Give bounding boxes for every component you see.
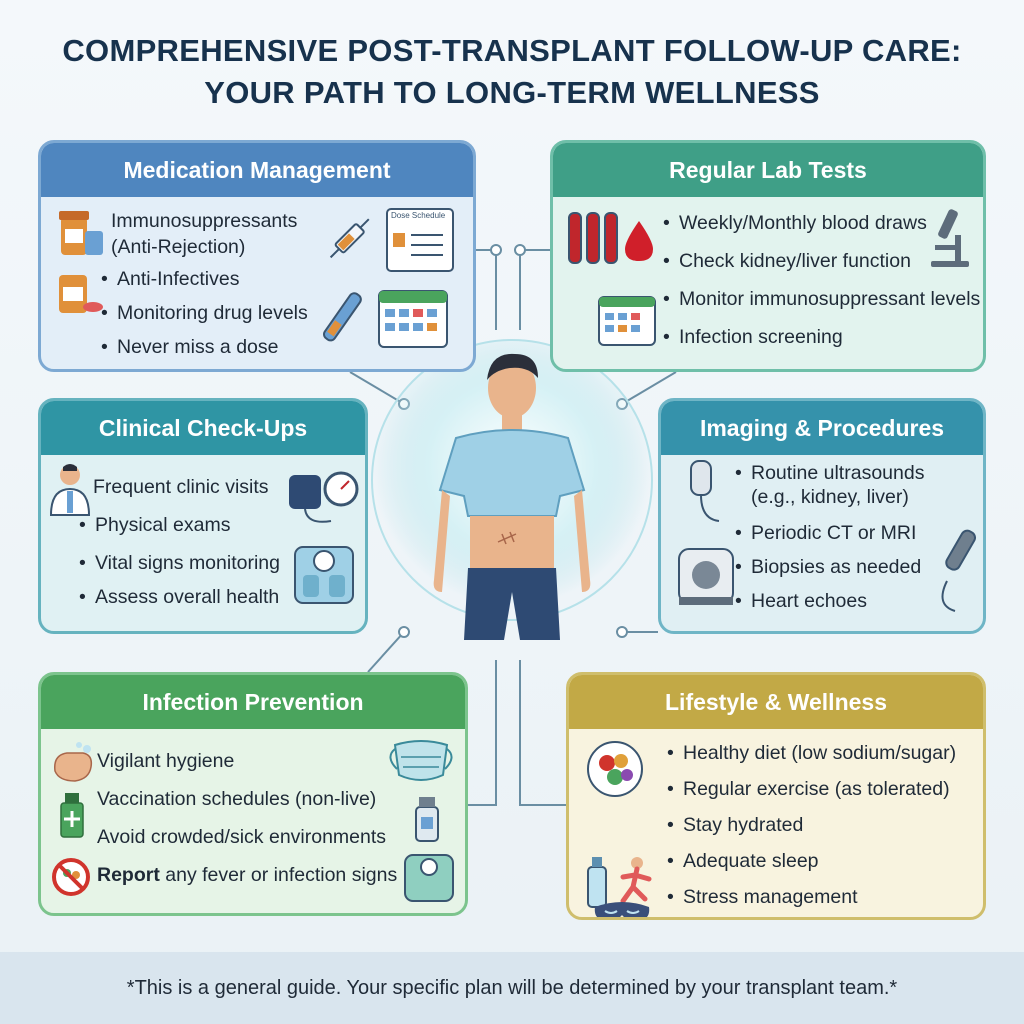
blood-drop-icon <box>621 219 657 268</box>
imaging-item: Heart echoes <box>735 589 867 613</box>
doctor-icon <box>47 461 93 522</box>
infection-item: Vigilant hygiene <box>97 750 235 772</box>
pill-bottle-icon <box>55 207 105 264</box>
infection-heading: Infection Prevention <box>41 675 465 729</box>
report-line: Report any fever or infection signs <box>97 863 397 887</box>
patient-figure <box>370 330 654 645</box>
lifestyle-item: Healthy diet (low sodium/sugar) <box>667 741 956 765</box>
sleep-mask-icon <box>591 899 653 917</box>
imaging-procedures-card: Imaging & Procedures Routine ultrasounds… <box>658 398 986 634</box>
ultrasound-probe-icon <box>683 459 723 530</box>
lifestyle-item: Stress management <box>667 885 858 909</box>
microscope-icon <box>925 205 973 276</box>
title-line-1: COMPREHENSIVE POST-TRANSPLANT FOLLOW-UP … <box>62 33 962 68</box>
clinical-check-ups-card: Clinical Check-Ups Frequent clinic visit… <box>38 398 368 634</box>
imaging-item: Periodic CT or MRI <box>735 521 916 545</box>
blood-tubes-icon <box>565 209 621 274</box>
title-line-2: YOUR PATH TO LONG-TERM WELLNESS <box>204 75 820 110</box>
weight-scale-icon <box>293 545 355 610</box>
face-mask-icon <box>385 737 457 792</box>
dose-schedule-icon <box>385 207 455 278</box>
medication-item: Anti-Infectives <box>101 267 239 291</box>
medication-item: Immunosuppressants <box>111 210 298 232</box>
report-bold: Report <box>97 864 160 886</box>
weight-scale-icon <box>403 853 455 908</box>
lab-item: Check kidney/liver function <box>663 249 911 273</box>
lifestyle-item: Regular exercise (as tolerated) <box>667 777 950 801</box>
endoscope-icon <box>933 525 983 620</box>
infection-prevention-card: Infection Prevention Vigilant hygiene Va… <box>38 672 468 916</box>
imaging-item: Biopsies as needed <box>735 555 921 579</box>
infection-item: Avoid crowded/sick environments <box>97 826 387 848</box>
lifestyle-item: Adequate sleep <box>667 849 819 873</box>
clinical-item: Physical exams <box>79 513 230 537</box>
imaging-item: Routine ultrasounds <box>735 461 924 485</box>
hand-washing-icon <box>49 741 97 790</box>
lab-heading: Regular Lab Tests <box>553 143 983 197</box>
lifestyle-item: Stay hydrated <box>667 813 803 837</box>
blood-pressure-cuff-icon <box>287 465 361 530</box>
runner-icon <box>615 855 659 916</box>
clinical-item: Frequent clinic visits <box>93 476 269 498</box>
vaccine-vial-icon <box>59 791 85 844</box>
clinical-item: Assess overall health <box>79 585 279 609</box>
infection-item: Vaccination schedules (non-live) <box>97 788 377 810</box>
clinical-item: Vital signs monitoring <box>79 551 280 575</box>
calendar-icon <box>377 285 449 354</box>
lifestyle-heading: Lifestyle & Wellness <box>569 675 983 729</box>
regular-lab-tests-card: Regular Lab Tests Weekly/Monthly blood d… <box>550 140 986 372</box>
dose-schedule-label: Dose Schedule <box>391 211 446 220</box>
healthy-food-icon <box>585 739 645 804</box>
lab-item: Infection screening <box>663 325 843 349</box>
medication-item: Monitoring drug levels <box>101 301 308 325</box>
medication-item: (Anti-Rejection) <box>111 236 246 258</box>
clinical-heading: Clinical Check-Ups <box>41 401 365 455</box>
calendar-icon <box>597 291 657 352</box>
imaging-heading: Imaging & Procedures <box>661 401 983 455</box>
medication-management-card: Medication Management Immunosuppressants… <box>38 140 476 372</box>
medication-item: Never miss a dose <box>101 335 278 359</box>
medication-heading: Medication Management <box>41 143 473 197</box>
lab-item: Monitor immunosuppressant levels <box>663 287 980 311</box>
syringe-icon <box>317 207 381 276</box>
report-rest: any fever or infection signs <box>159 864 398 886</box>
lab-item: Weekly/Monthly blood draws <box>663 211 927 235</box>
ct-scanner-icon <box>675 545 737 616</box>
imaging-item: (e.g., kidney, liver) <box>751 486 909 508</box>
lifestyle-wellness-card: Lifestyle & Wellness Healthy diet (low s… <box>566 672 986 920</box>
page-title: COMPREHENSIVE POST-TRANSPLANT FOLLOW-UP … <box>0 30 1024 114</box>
medicine-bottle-icon <box>413 795 441 848</box>
no-crowds-icon <box>51 857 91 902</box>
pills-icon <box>55 267 105 324</box>
footer-disclaimer: *This is a general guide. Your specific … <box>0 952 1024 1024</box>
insulin-pen-icon <box>311 279 375 358</box>
